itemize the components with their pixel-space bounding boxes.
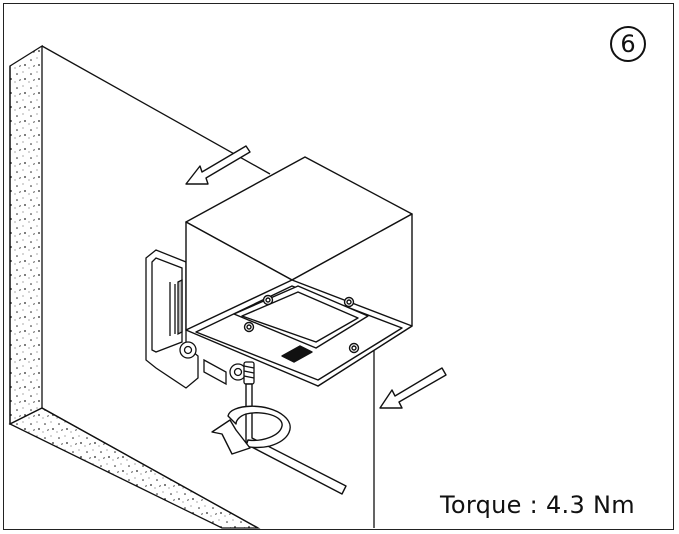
hex-key-icon: [245, 383, 347, 495]
step-number-badge: 6: [610, 26, 646, 62]
step-number: 6: [620, 30, 636, 58]
rotation-arrow-icon: [211, 405, 291, 455]
diagram-frame: [3, 3, 674, 530]
screw: [243, 361, 255, 385]
wall-icon: [8, 44, 375, 529]
direction-arrow-icon: [185, 145, 447, 409]
light-fixture-icon: [185, 156, 413, 387]
torque-label: Torque : 4.3 Nm: [440, 491, 635, 519]
mounting-bracket: [145, 249, 247, 389]
